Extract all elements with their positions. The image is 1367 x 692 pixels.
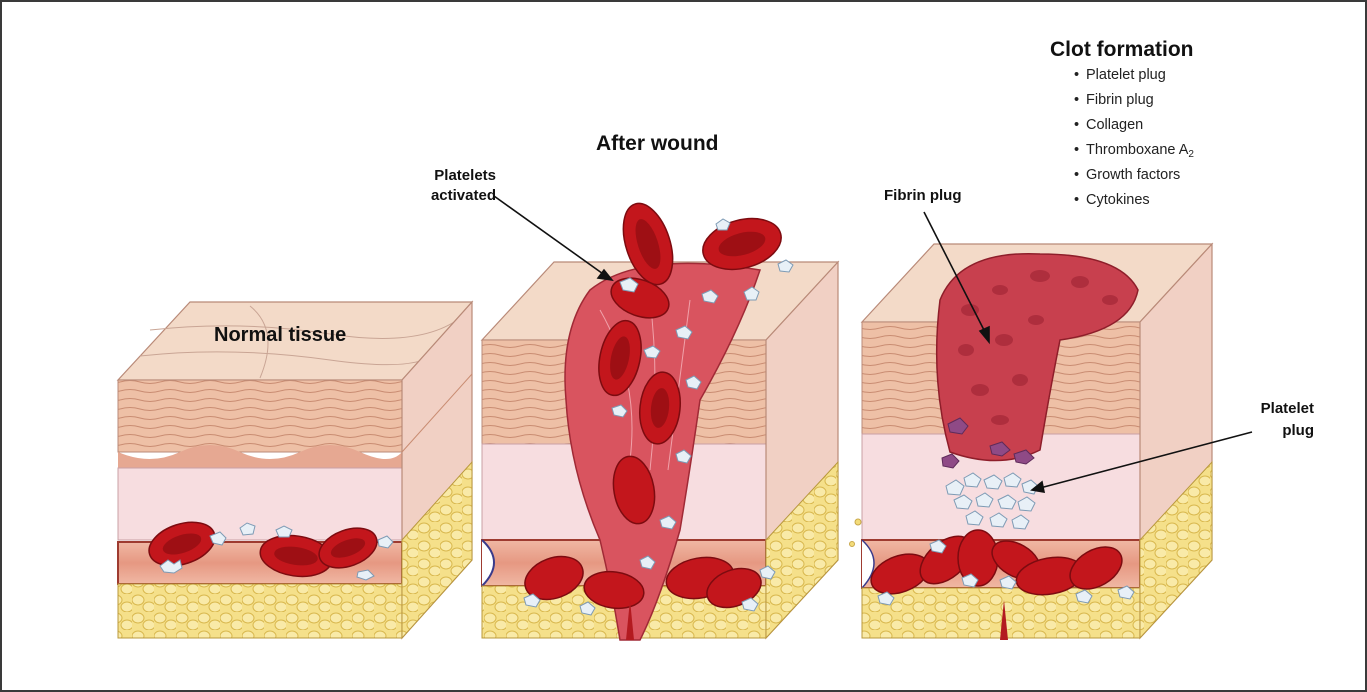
bullet-icon: • <box>1074 165 1079 185</box>
clot-item: •Growth factors <box>1074 165 1194 190</box>
platelets-activated-line2: activated <box>372 186 496 206</box>
normal-epidermis <box>118 380 402 452</box>
platelet-plug-line1: Platelet <box>1218 398 1314 420</box>
fat-droplets <box>850 519 862 547</box>
clot-item: •Fibrin plug <box>1074 90 1194 115</box>
clot-formation-panel: Clot formation •Platelet plug •Fibrin pl… <box>1050 38 1194 215</box>
clot-formation-title: Clot formation <box>1050 38 1194 62</box>
bullet-icon: • <box>1074 190 1079 210</box>
clot-item: •Cytokines <box>1074 190 1194 215</box>
platelet-plug-label: Platelet plug <box>1218 398 1314 442</box>
platelets-activated-label: Platelets activated <box>372 166 496 206</box>
bullet-icon: • <box>1074 140 1079 160</box>
normal-tissue-block <box>118 302 472 638</box>
clot-item: •Collagen <box>1074 115 1194 140</box>
platelets-activated-line1: Platelets <box>372 166 496 186</box>
clot-item: •Platelet plug <box>1074 65 1194 90</box>
bullet-icon: • <box>1074 65 1079 85</box>
bullet-icon: • <box>1074 115 1079 135</box>
platelet-plug-line2: plug <box>1218 420 1314 442</box>
after-wound-title: After wound <box>596 132 718 156</box>
bullet-icon: • <box>1074 90 1079 110</box>
clot-item: •Thromboxane A2 <box>1074 140 1194 165</box>
clot-formation-list: •Platelet plug •Fibrin plug •Collagen •T… <box>1050 65 1194 215</box>
fibrin-plug-label: Fibrin plug <box>884 187 961 204</box>
normal-fat-layer <box>118 584 402 638</box>
normal-tissue-title: Normal tissue <box>214 324 346 347</box>
clot-block <box>862 244 1212 640</box>
after-wound-block <box>482 197 838 640</box>
